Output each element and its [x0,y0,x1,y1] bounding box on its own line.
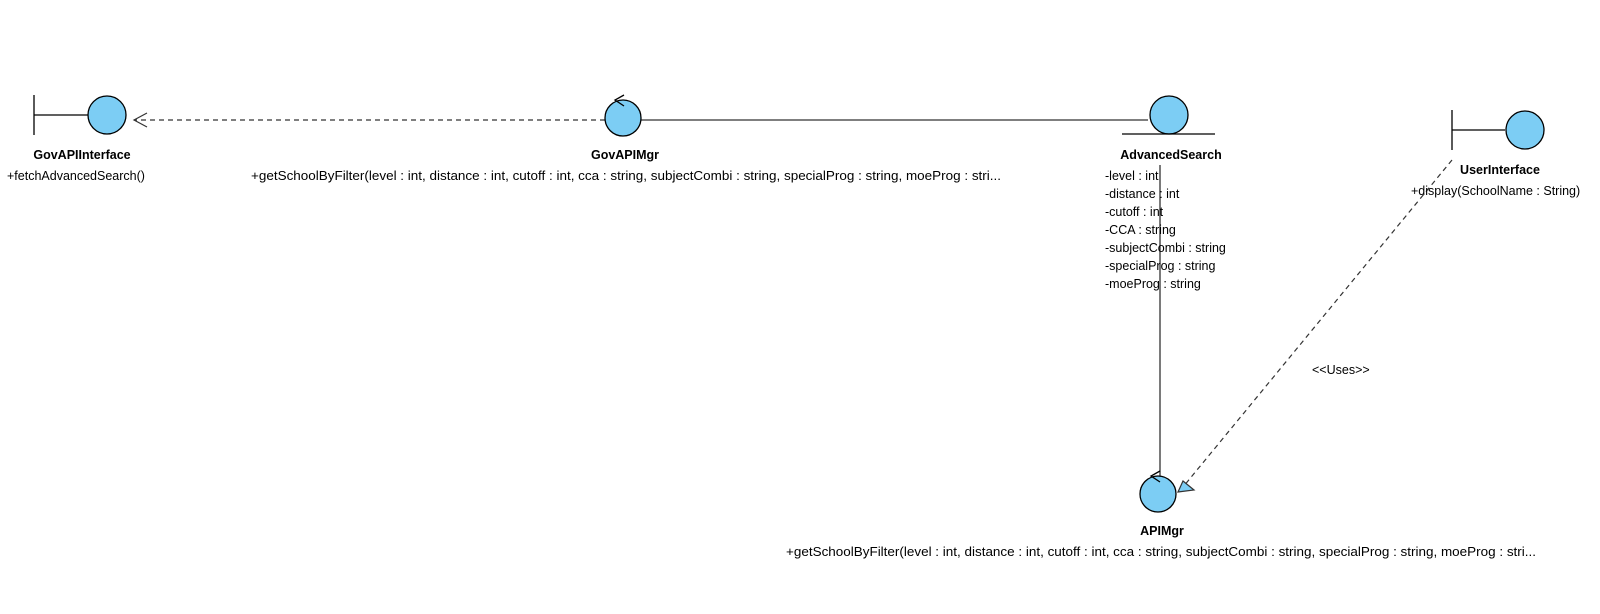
uses-stereotype-label: <<Uses>> [1312,363,1370,377]
element-name: APIMgr [1140,524,1184,538]
triangle-arrowhead-icon [1177,480,1196,493]
control-icon [1139,470,1177,513]
connector-govmgr-to-govinterface[interactable] [132,112,605,128]
boundary-icon [1451,110,1545,150]
attribute: -subjectCombi : string [1105,241,1226,255]
operation: +fetchAdvancedSearch() [7,169,145,183]
attribute: -CCA : string [1105,223,1176,237]
element-gov-api-interface[interactable]: GovAPIInterface +fetchAdvancedSearch() [7,95,145,183]
element-name: GovAPIInterface [33,148,130,162]
element-name: AdvancedSearch [1120,148,1221,162]
element-gov-api-mgr[interactable]: GovAPIMgr +getSchoolByFilter(level : int… [251,94,1001,183]
connector-userinterface-to-apimgr[interactable] [1177,159,1453,493]
element-name: UserInterface [1460,163,1540,177]
boundary-icon [33,95,127,135]
connectors [132,112,1453,493]
element-name: GovAPIMgr [591,148,659,162]
operation: +getSchoolByFilter(level : int, distance… [786,545,1536,559]
element-user-interface[interactable]: UserInterface +display(SchoolName : Stri… [1411,110,1580,198]
open-arrowhead-icon [132,112,148,128]
attribute: -specialProg : string [1105,259,1216,273]
attribute: -moeProg : string [1105,277,1201,291]
control-icon [604,94,642,137]
attribute: -level : int [1105,169,1159,183]
attribute: -cutoff : int [1105,205,1164,219]
element-advanced-search[interactable]: AdvancedSearch -level : int -distance : … [1105,95,1226,291]
entity-icon [1122,95,1215,135]
operation: +display(SchoolName : String) [1411,184,1580,198]
element-api-mgr[interactable]: APIMgr +getSchoolByFilter(level : int, d… [786,470,1536,559]
operation: +getSchoolByFilter(level : int, distance… [251,169,1001,183]
attribute: -distance : int [1105,187,1180,201]
